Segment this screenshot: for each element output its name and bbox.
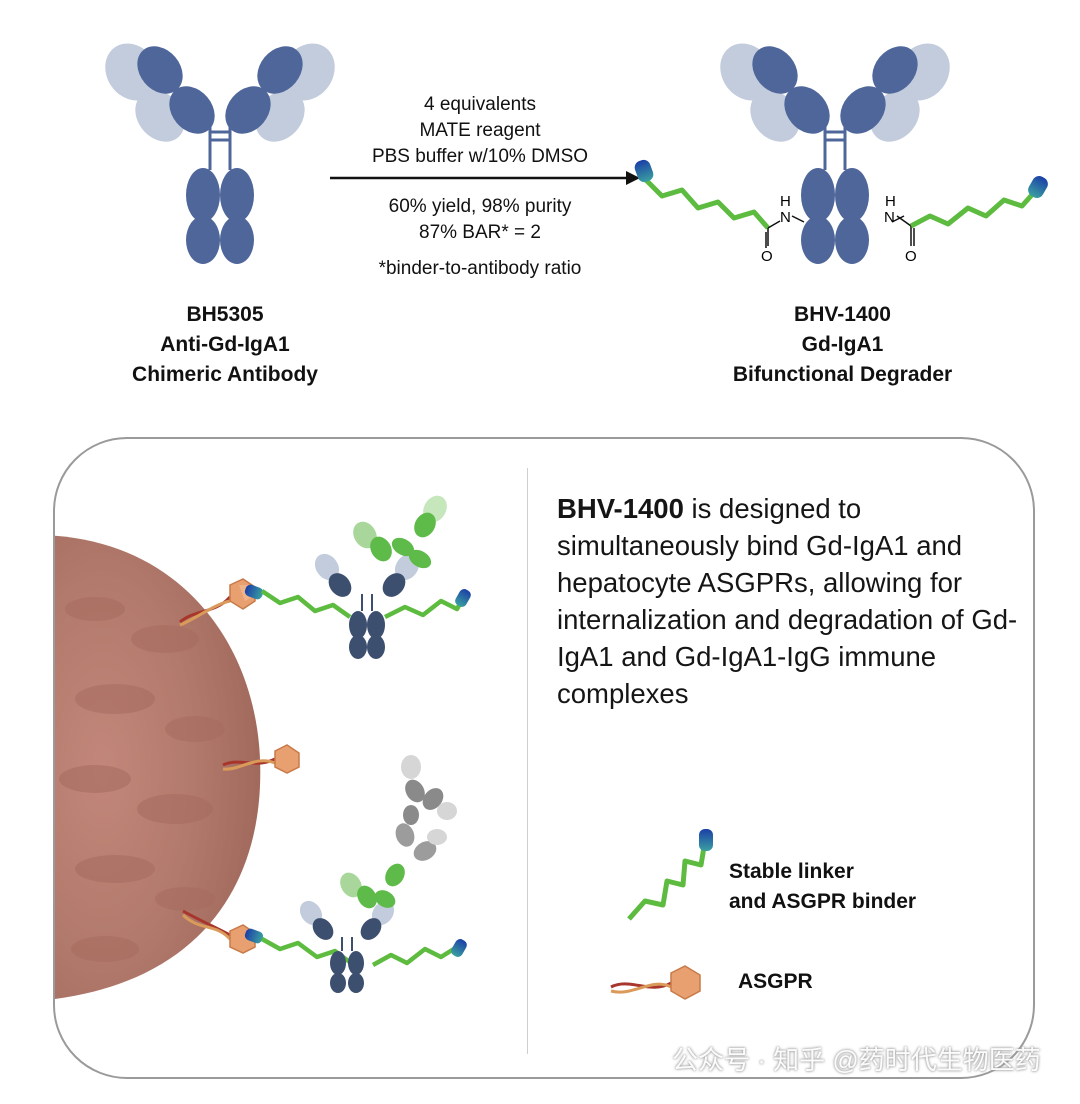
- right-amide-oxygen: O: [905, 248, 917, 265]
- label-bh5305: BH5305 Anti-Gd-IgA1 Chimeric Antibody: [100, 300, 350, 390]
- legend-linker-line2: and ASGPR binder: [729, 890, 917, 913]
- left-amide-hydrogen: H: [780, 193, 791, 210]
- left-linker-chain: [642, 176, 770, 230]
- watermark: 公众号 · 知乎 @药时代生物医药: [672, 1045, 1041, 1075]
- left-amide-oxygen: O: [761, 248, 773, 265]
- description-text: is designed to simultaneously bind Gd-Ig…: [557, 493, 1018, 709]
- condition-buffer: PBS buffer w/10% DMSO: [371, 146, 589, 167]
- condition-reagent: MATE reagent: [419, 120, 541, 141]
- condition-equivalents: 4 equivalents: [424, 94, 536, 115]
- result-yield: 60% yield, 98% purity: [388, 196, 572, 217]
- label-bhv1400-type: Bifunctional Degrader: [732, 363, 953, 386]
- reaction-footnote: *binder-to-antibody ratio: [378, 258, 582, 279]
- reaction-arrow: [330, 171, 640, 185]
- label-bhv1400-target: Gd-IgA1: [801, 333, 884, 356]
- result-bar: 87% BAR* = 2: [419, 222, 541, 243]
- antibody-bh5305-graphic: [105, 43, 335, 264]
- left-amide-nitrogen: N: [780, 209, 791, 226]
- antibody-icon: [720, 43, 950, 264]
- legend-asgpr-label: ASGPR: [738, 970, 813, 993]
- cell-texture: [59, 597, 225, 962]
- asgpr-receptor-middle: [222, 744, 300, 774]
- legend-asgpr-icon: [610, 965, 701, 1000]
- right-binder-cap: [1028, 176, 1048, 198]
- right-linker-chain: [909, 186, 1040, 229]
- panel-divider: [527, 468, 528, 1054]
- reaction-results: 60% yield, 98% purity 87% BAR* = 2: [330, 194, 630, 246]
- mechanism-description: BHV-1400 is designed to simultaneously b…: [557, 490, 1027, 712]
- label-bh5305-target: Anti-Gd-IgA1: [160, 333, 290, 356]
- reaction-conditions: 4 equivalents MATE reagent PBS buffer w/…: [330, 92, 630, 170]
- left-binder-cap: [634, 159, 654, 183]
- label-bhv1400-code: BHV-1400: [794, 303, 891, 326]
- legend-linker-label: Stable linker and ASGPR binder: [729, 857, 916, 917]
- hepatocyte-cell: [55, 535, 261, 999]
- label-bh5305-code: BH5305: [186, 303, 264, 326]
- degrader-complex-bottom: [244, 755, 467, 993]
- description-drug-name: BHV-1400: [557, 493, 684, 524]
- label-bh5305-type: Chimeric Antibody: [132, 363, 318, 386]
- legend-linker-line1: Stable linker: [729, 860, 854, 883]
- legend-linker-icon: [627, 829, 713, 921]
- antibody-icon: [105, 43, 335, 264]
- right-amide-hydrogen: H: [885, 193, 896, 210]
- label-bhv1400: BHV-1400 Gd-IgA1 Bifunctional Degrader: [700, 300, 985, 390]
- mechanism-panel: Stable linker and ASGPR binder ASGPR: [53, 437, 1035, 1079]
- degrader-linkers: O N H N H O: [634, 159, 1048, 265]
- right-amide-nitrogen: N: [884, 209, 895, 226]
- mechanism-illustration: [55, 495, 713, 1000]
- degrader-complex-top: [244, 495, 471, 659]
- degrader-bhv1400-graphic: [720, 43, 950, 264]
